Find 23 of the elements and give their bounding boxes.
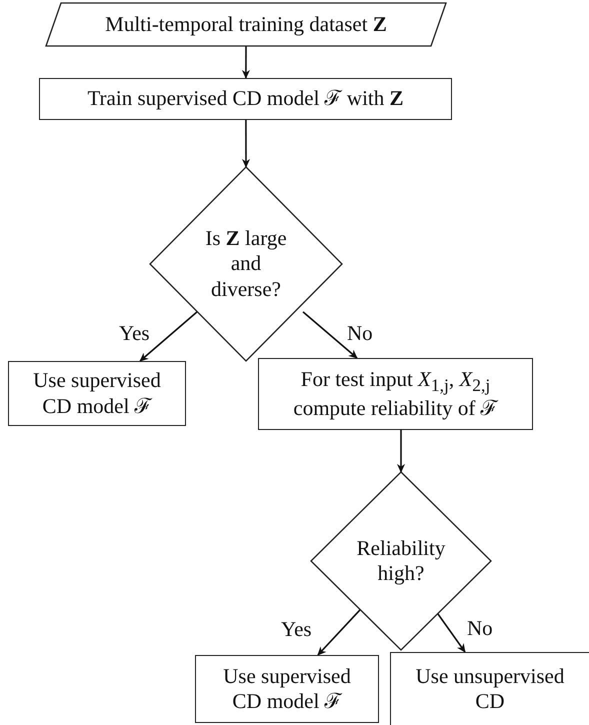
arrow bbox=[396, 430, 406, 473]
arrow bbox=[317, 609, 361, 656]
process-box bbox=[390, 652, 589, 725]
arrow bbox=[139, 311, 198, 362]
arrow bbox=[242, 120, 250, 168]
arrow bbox=[436, 612, 466, 653]
node-text: For test input X$_{1,j}$, X$_{2,j}$ compute reliability of ℱ bbox=[292, 366, 500, 422]
node-text: Multi-temporal training dataset Z bbox=[105, 12, 387, 38]
node-text: Train supervised CD model ℱ with Z bbox=[87, 86, 404, 112]
process-box bbox=[39, 78, 452, 120]
data-parallelogram bbox=[46, 3, 446, 46]
node-text: Use supervised CD model ℱ bbox=[222, 664, 352, 714]
process-box bbox=[8, 361, 186, 426]
node-text: Use supervised CD model ℱ bbox=[32, 368, 162, 419]
node-text: Use unsupervised CD bbox=[415, 664, 565, 714]
process-box bbox=[195, 655, 379, 723]
arrow bbox=[302, 311, 358, 359]
decision-text: Reliability high? bbox=[356, 536, 446, 586]
decision-text: Is Z large and diverse? bbox=[204, 226, 288, 302]
arrow bbox=[242, 46, 250, 79]
decision-diamond bbox=[150, 167, 342, 361]
process-box bbox=[258, 358, 533, 430]
decision-diamond bbox=[311, 472, 491, 650]
